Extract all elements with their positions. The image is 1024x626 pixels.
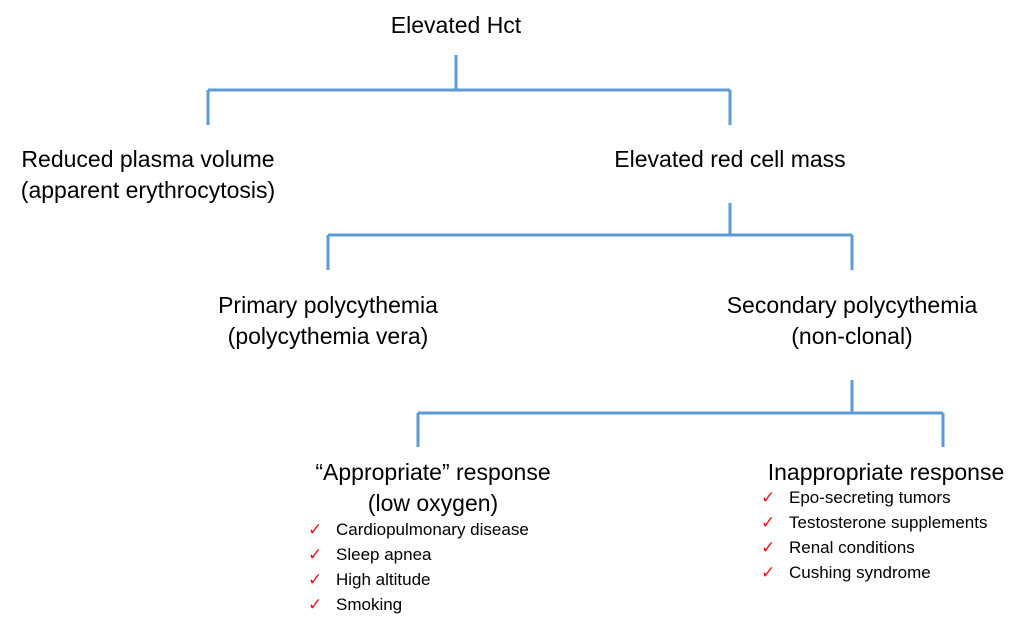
- cause-label: Epo-secreting tumors: [789, 488, 951, 507]
- node-red-mass-label: Elevated red cell mass: [614, 146, 846, 172]
- connector-secondary: [416, 380, 945, 447]
- node-appropriate-response: “Appropriate” response (low oxygen): [288, 457, 578, 519]
- node-inappropriate-response: Inappropriate response: [756, 457, 1016, 488]
- node-secondary-polycythemia: Secondary polycythemia (non-clonal): [697, 290, 1007, 352]
- node-elevated-hct-label: Elevated Hct: [390, 12, 522, 38]
- node-secondary-line2: (non-clonal): [791, 323, 913, 349]
- cause-label: Cushing syndrome: [789, 563, 931, 582]
- appropriate-causes-list: ✓ Cardiopulmonary disease ✓ Sleep apnea ✓ H…: [308, 517, 529, 617]
- checkmark-icon: ✓: [308, 520, 323, 539]
- cause-label: High altitude: [336, 570, 431, 589]
- node-primary-line1: Primary polycythemia: [218, 292, 438, 318]
- list-item: ✓ Testosterone supplements: [761, 510, 987, 535]
- cause-label: Cardiopulmonary disease: [336, 520, 529, 539]
- cause-label: Smoking: [336, 595, 403, 614]
- checkmark-icon: ✓: [761, 563, 776, 582]
- list-item: ✓ Renal conditions: [761, 535, 987, 560]
- checkmark-icon: ✓: [308, 595, 323, 614]
- node-plasma-line1: Reduced plasma volume: [21, 146, 275, 172]
- checkmark-icon: ✓: [761, 513, 776, 532]
- node-primary-polycythemia: Primary polycythemia (polycythemia vera): [178, 290, 478, 352]
- connector-red-mass: [326, 203, 854, 270]
- node-plasma-line2: (apparent erythrocytosis): [20, 177, 276, 203]
- list-item: ✓ Cardiopulmonary disease: [308, 517, 529, 542]
- inappropriate-causes-list: ✓ Epo-secreting tumors ✓ Testosterone supp…: [761, 485, 987, 585]
- cause-label: Sleep apnea: [336, 545, 432, 564]
- list-item: ✓ Smoking: [308, 592, 529, 617]
- node-elevated-red-cell-mass: Elevated red cell mass: [560, 144, 900, 175]
- list-item: ✓ High altitude: [308, 567, 529, 592]
- node-primary-line2: (polycythemia vera): [227, 323, 429, 349]
- checkmark-icon: ✓: [308, 545, 323, 564]
- node-appropriate-line2: (low oxygen): [367, 490, 499, 516]
- node-reduced-plasma-volume: Reduced plasma volume (apparent erythroc…: [8, 144, 288, 206]
- list-item: ✓ Cushing syndrome: [761, 560, 987, 585]
- cause-label: Testosterone supplements: [789, 513, 988, 532]
- node-appropriate-line1: “Appropriate” response: [315, 459, 551, 485]
- checkmark-icon: ✓: [308, 570, 323, 589]
- checkmark-icon: ✓: [761, 488, 776, 507]
- connector-root: [206, 55, 732, 125]
- list-item: ✓ Epo-secreting tumors: [761, 485, 987, 510]
- list-item: ✓ Sleep apnea: [308, 542, 529, 567]
- cause-label: Renal conditions: [789, 538, 915, 557]
- node-inappropriate-label: Inappropriate response: [767, 459, 1005, 485]
- checkmark-icon: ✓: [761, 538, 776, 557]
- node-elevated-hct: Elevated Hct: [356, 10, 556, 41]
- node-secondary-line1: Secondary polycythemia: [726, 292, 978, 318]
